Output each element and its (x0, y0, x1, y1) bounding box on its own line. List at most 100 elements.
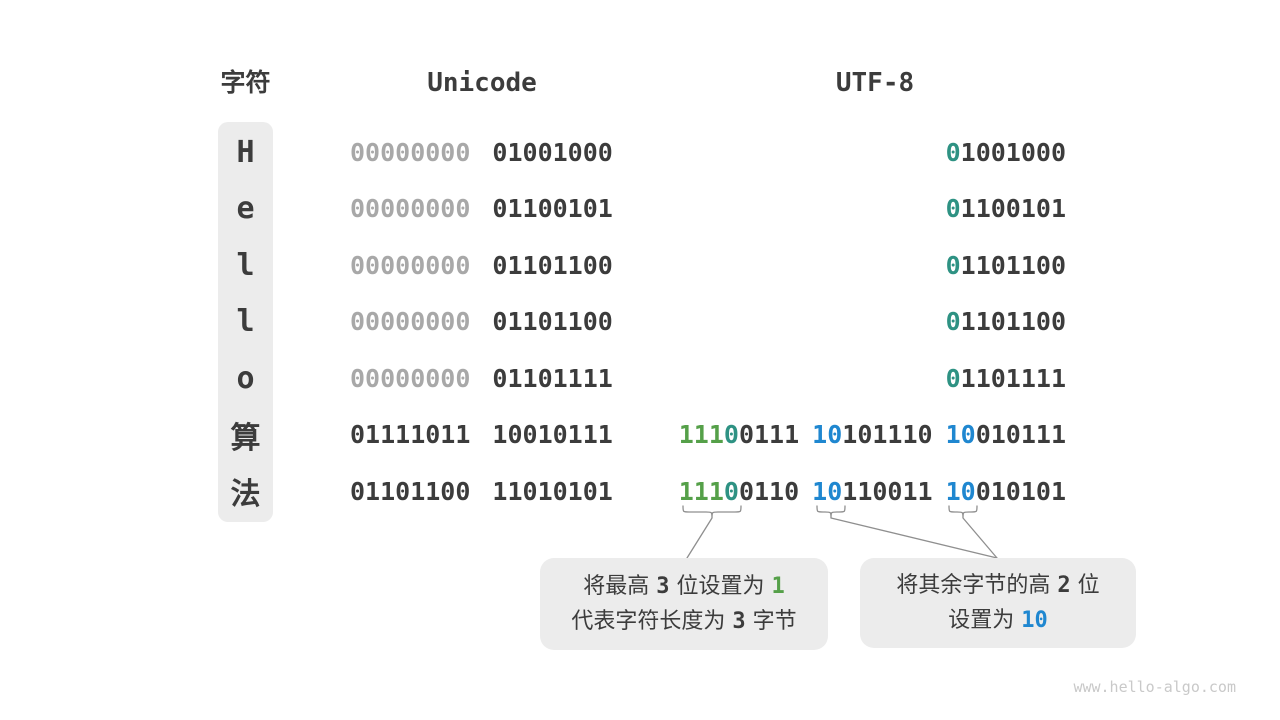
binary-byte: 00000000 (350, 307, 470, 336)
binary-byte: 10101110 (812, 420, 932, 449)
bit-group: 0 (723, 420, 739, 449)
utf8-bytes: 01100101 (946, 181, 1066, 237)
bit-group: 0 (945, 363, 961, 393)
binary-byte: 01101111 (946, 364, 1066, 393)
unicode-bytes: 01101100 11010101 (350, 463, 616, 519)
callout-segment: 位设置为 (669, 574, 772, 599)
binary-byte: 10010111 (492, 420, 612, 449)
utf8-bytes: 01101100 (946, 237, 1066, 293)
callout-segment: 3 (656, 574, 670, 599)
callout-segment: 将最高 (583, 574, 657, 599)
callout-line: 将其余字节的高 2 位 (896, 568, 1099, 603)
unicode-bytes: 00000000 01001000 (350, 124, 616, 180)
binary-byte: 00000000 (350, 251, 470, 280)
connector-line-right-a (830, 517, 998, 559)
binary-byte: 10010111 (946, 420, 1066, 449)
character-column-background (218, 122, 273, 522)
unicode-bytes: 00000000 01101100 (350, 237, 616, 293)
callout-line: 代表字符长度为 3 字节 (571, 604, 796, 639)
callout-continuation-bits: 将其余字节的高 2 位设置为 10 (860, 558, 1136, 648)
binary-byte: 01001000 (946, 138, 1066, 167)
encoding-row: l 00000000 01101100 01101100 (0, 294, 1280, 350)
bit-group: 00000000 (350, 194, 471, 223)
binary-byte: 01100101 (492, 194, 612, 223)
bit-group: 1100101 (960, 194, 1066, 223)
bit-group: 0 (945, 194, 961, 223)
bit-group: 10 (812, 420, 843, 449)
callout-segment: 代表字符长度为 (571, 609, 733, 634)
character-cell: l (236, 247, 255, 283)
connector-line-left (686, 517, 713, 559)
bit-group: 01101111 (492, 363, 613, 393)
callout-line: 设置为 10 (948, 603, 1048, 638)
bit-group: 10 (945, 420, 976, 449)
bit-group: 00000000 (350, 250, 471, 280)
character-cell: 法 (230, 477, 261, 512)
character-cell: o (236, 360, 255, 396)
bit-group: 111 (678, 476, 724, 506)
bit-group: 11010101 (492, 476, 613, 506)
unicode-bytes: 00000000 01101100 (350, 294, 616, 350)
bit-group: 01111011 (350, 420, 471, 449)
binary-byte: 11010101 (492, 477, 612, 506)
bit-group: 10 (812, 476, 843, 506)
bit-group: 01101100 (350, 476, 471, 506)
binary-byte: 11100110 (679, 477, 799, 506)
bit-group: 0 (945, 137, 961, 167)
bit-group: 0 (945, 250, 961, 280)
bit-group: 00000000 (350, 307, 471, 336)
bit-group: 010101 (975, 476, 1066, 506)
bit-group: 1001000 (960, 137, 1066, 167)
callout-segment: 位 (1070, 573, 1100, 598)
bit-group: 00000000 (350, 137, 471, 167)
bit-group: 0110 (738, 476, 800, 506)
bit-group: 0 (945, 307, 961, 336)
binary-byte: 10010101 (946, 477, 1066, 506)
bit-group: 10010111 (492, 420, 613, 449)
utf8-bytes: 01101111 (946, 350, 1066, 406)
character-cell: H (236, 134, 255, 170)
bit-group: 01100101 (492, 194, 613, 223)
callout-segment: 10 (1021, 608, 1048, 633)
binary-byte: 00000000 (350, 138, 470, 167)
column-header-char: 字符 (220, 68, 271, 97)
bit-group: 1101100 (960, 250, 1066, 280)
unicode-bytes: 00000000 01100101 (350, 181, 616, 237)
bit-group: 110011 (842, 476, 933, 506)
callout-segment: 设置为 (948, 608, 1022, 633)
binary-byte: 01111011 (350, 420, 470, 449)
binary-byte: 01001000 (492, 138, 612, 167)
binary-byte: 01101100 (946, 251, 1066, 280)
bit-group: 010111 (975, 420, 1066, 449)
unicode-bytes: 01111011 10010111 (350, 407, 616, 463)
binary-byte: 01101100 (350, 477, 470, 506)
callout-segment: 字节 (745, 609, 797, 634)
column-header-unicode: Unicode (427, 68, 537, 98)
callout-segment: 1 (771, 574, 785, 599)
bit-group: 10 (945, 476, 976, 506)
utf8-bytes: 01101100 (946, 294, 1066, 350)
binary-byte: 01101111 (492, 364, 612, 393)
watermark: www.hello-algo.com (1073, 678, 1236, 696)
binary-byte: 11100111 (679, 420, 799, 449)
binary-byte: 01101100 (492, 307, 612, 336)
bit-group: 01101100 (492, 250, 613, 280)
callout-line: 将最高 3 位设置为 1 (583, 569, 785, 604)
character-cell: 算 (230, 420, 261, 456)
bit-group: 0111 (738, 420, 800, 449)
binary-byte: 10110011 (812, 477, 932, 506)
binary-byte: 01101100 (946, 307, 1066, 336)
character-cell: l (236, 304, 255, 339)
bit-group: 111 (678, 420, 724, 449)
